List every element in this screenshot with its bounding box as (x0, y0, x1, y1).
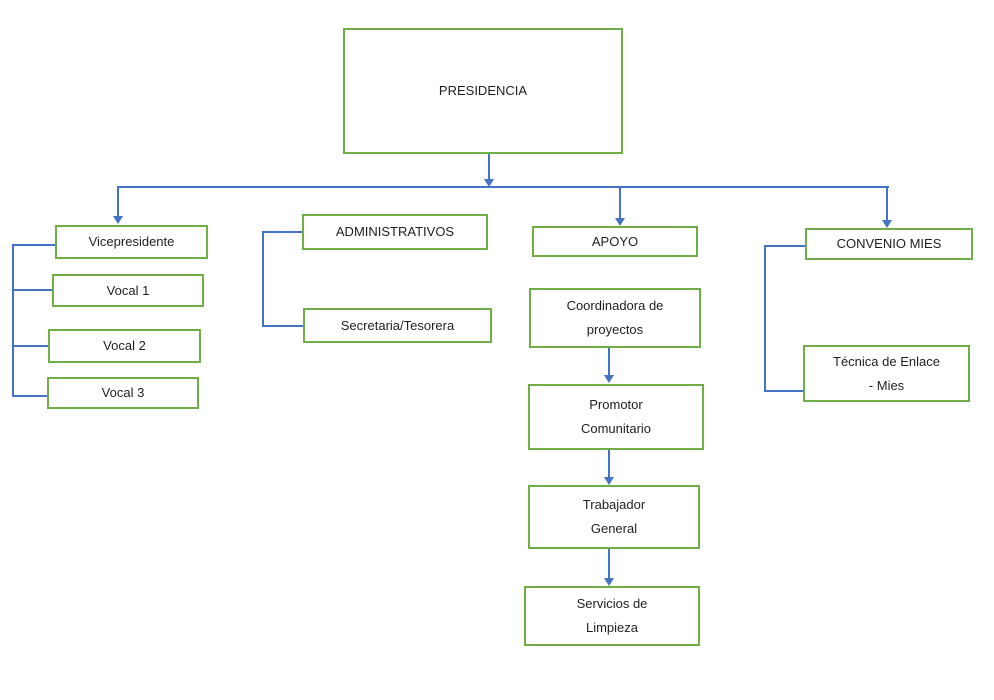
node-trabajador-general: Trabajador General (528, 485, 700, 549)
connector-coordinadora-promotor (608, 348, 610, 375)
connector-presidencia-stem (488, 154, 490, 179)
node-apoyo: APOYO (532, 226, 698, 257)
bracket-stub-administrativos (262, 231, 302, 233)
node-tecnica-enlace-mies: Técnica de Enlace - Mies (803, 345, 970, 402)
node-promotor-comunitario: Promotor Comunitario (528, 384, 704, 450)
bracket-stub-vocal-1 (12, 289, 52, 291)
connector-top-rail (117, 186, 889, 188)
node-servicios-limpieza: Servicios de Limpieza (524, 586, 700, 646)
bracket-stub-secretaria-tesorera (262, 325, 303, 327)
arrowhead-down-icon (604, 375, 614, 383)
node-convenio-mies: CONVENIO MIES (805, 228, 973, 260)
arrowhead-down-icon (113, 216, 123, 224)
bracket-stub-convenio-mies (764, 245, 805, 247)
bracket-convenio-vline (764, 245, 766, 392)
connector-promotor-trabajador (608, 450, 610, 477)
arrowhead-down-icon (484, 179, 494, 187)
connector-drop-apoyo (619, 186, 621, 218)
connector-trabajador-servicios (608, 549, 610, 578)
node-coordinadora-proyectos: Coordinadora de proyectos (529, 288, 701, 348)
arrowhead-down-icon (615, 218, 625, 226)
bracket-stub-vocal-3 (12, 395, 47, 397)
node-vocal-2: Vocal 2 (48, 329, 201, 363)
node-administrativos: ADMINISTRATIVOS (302, 214, 488, 250)
arrowhead-down-icon (604, 578, 614, 586)
arrowhead-down-icon (604, 477, 614, 485)
bracket-stub-vocal-2 (12, 345, 48, 347)
bracket-stub-vicepresidente (12, 244, 55, 246)
bracket-administrativos-vline (262, 231, 264, 327)
bracket-stub-tecnica-enlace (764, 390, 803, 392)
node-presidencia: PRESIDENCIA (343, 28, 623, 154)
arrowhead-down-icon (882, 220, 892, 228)
bracket-vicepresidente-vline (12, 244, 14, 397)
node-vocal-1: Vocal 1 (52, 274, 204, 307)
connector-drop-convenio-mies (886, 186, 888, 220)
connector-drop-vicepresidente (117, 186, 119, 216)
node-vocal-3: Vocal 3 (47, 377, 199, 409)
node-secretaria-tesorera: Secretaria/Tesorera (303, 308, 492, 343)
node-vicepresidente: Vicepresidente (55, 225, 208, 259)
